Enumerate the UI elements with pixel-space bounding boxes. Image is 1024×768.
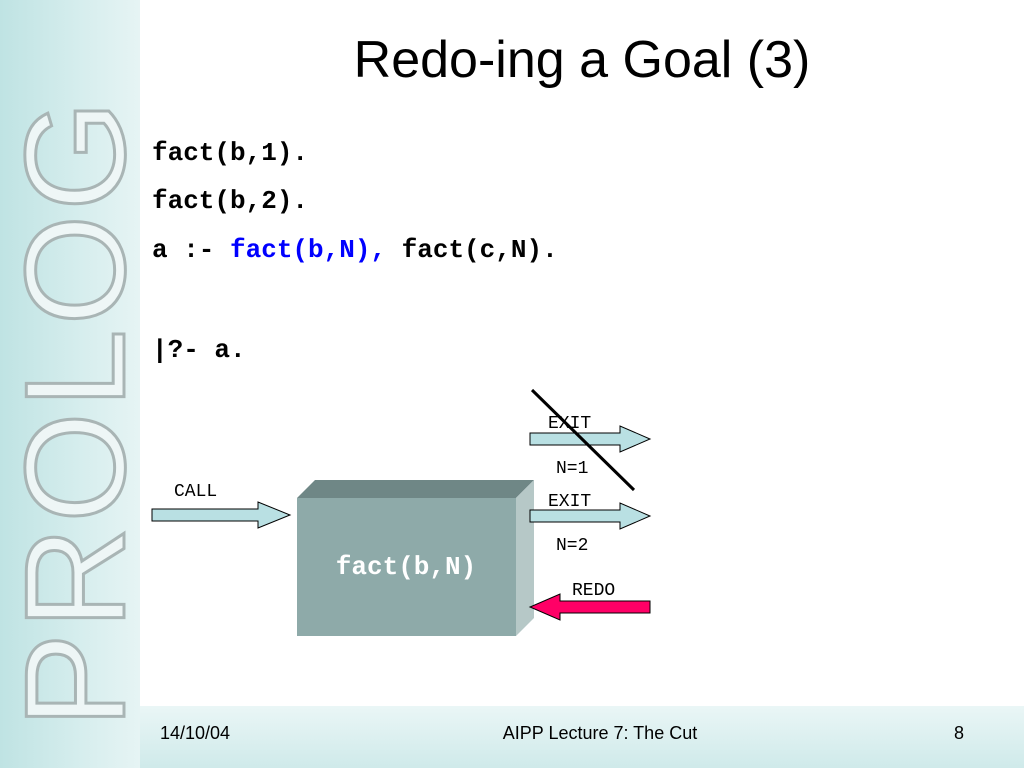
box-side-face <box>516 480 534 636</box>
exit2-label: EXIT <box>548 492 592 512</box>
footer-page-number: 8 <box>953 723 964 743</box>
code-line-3-prefix: a :- <box>152 235 231 265</box>
code-line-3-highlight: fact(b,N), <box>230 235 387 265</box>
sidebar: PROLOG <box>0 0 140 768</box>
exit1-arrow <box>529 425 652 453</box>
strike-through-line <box>530 388 636 492</box>
footer-date: 14/10/04 <box>160 723 231 743</box>
exit1-value: N=1 <box>556 459 589 479</box>
prolog-logo: PROLOG <box>2 95 138 730</box>
code-line-2: fact(b,2). <box>152 186 309 216</box>
exit1-label: EXIT <box>548 414 592 434</box>
box-top-face <box>297 480 534 498</box>
call-arrow <box>151 501 292 529</box>
code-line-3: a :- fact(b,N), fact(c,N). <box>152 235 558 265</box>
exit2-value: N=2 <box>556 536 589 556</box>
box-front-face <box>297 498 516 636</box>
query-line: |?- a. <box>152 335 246 365</box>
call-label: CALL <box>174 482 218 502</box>
code-line-3-suffix: fact(c,N). <box>386 235 558 265</box>
box-label: fact(b,N) <box>335 552 477 582</box>
redo-label: REDO <box>572 581 616 601</box>
prolog-logo-text: PROLOG <box>2 96 138 728</box>
footer-bar <box>140 706 1024 768</box>
code-line-1: fact(b,1). <box>152 138 309 168</box>
redo-arrow <box>528 593 651 621</box>
exit2-arrow <box>529 502 652 530</box>
slide-title: Redo-ing a Goal (3) <box>353 31 811 89</box>
footer-course: AIPP Lecture 7: The Cut <box>502 723 698 743</box>
